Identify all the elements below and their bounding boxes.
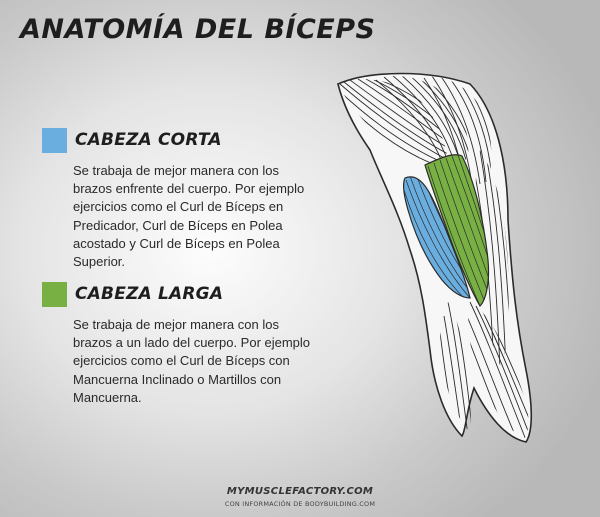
footer-credit: CON INFORMACIÓN DE BODYBUILDING.COM bbox=[224, 500, 376, 508]
long-head-section: CABEZA LARGA Se trabaja de mejor manera … bbox=[42, 282, 322, 412]
short-head-heading: CABEZA CORTA bbox=[75, 130, 222, 150]
page-title: ANATOMÍA DEL BÍCEPS bbox=[20, 14, 376, 45]
long-head-heading: CABEZA LARGA bbox=[75, 284, 224, 304]
long-head-color-swatch bbox=[42, 282, 67, 307]
short-head-color-swatch bbox=[42, 128, 67, 153]
biceps-anatomy-illustration bbox=[337, 72, 533, 443]
footer-site: MYMUSCLEFACTORY.COM bbox=[226, 486, 374, 497]
short-head-description: Se trabaja de mejor manera con los brazo… bbox=[73, 163, 305, 270]
short-head-section: CABEZA CORTA Se trabaja de mejor manera … bbox=[42, 128, 322, 278]
long-head-description: Se trabaja de mejor manera con los brazo… bbox=[73, 317, 311, 405]
